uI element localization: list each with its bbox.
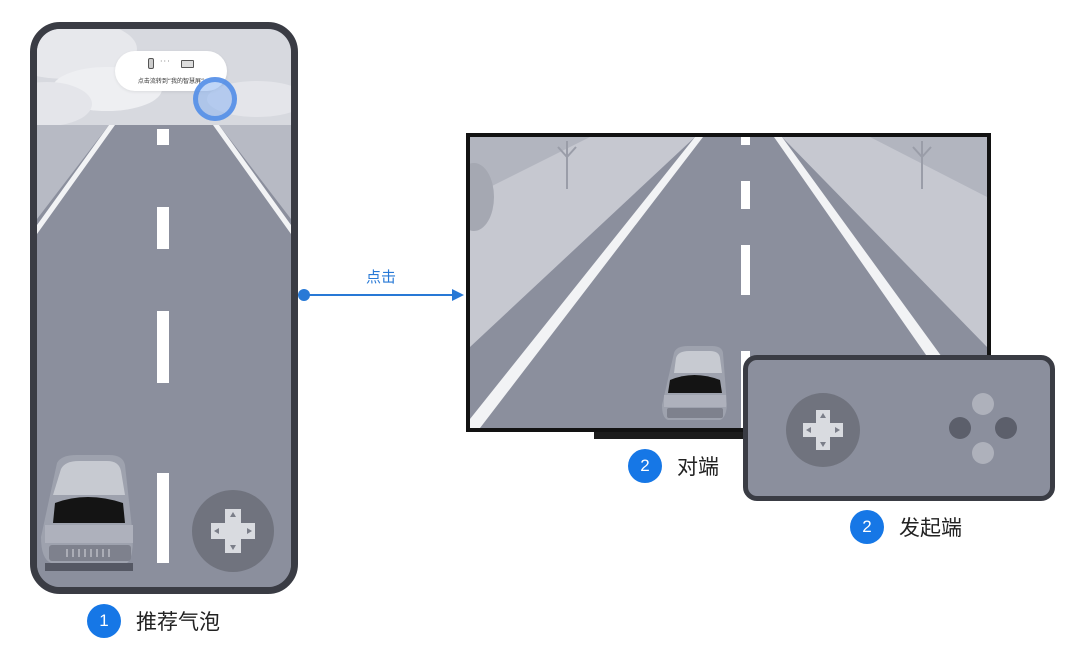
- tap-indicator-icon: [193, 77, 237, 121]
- phone-car: [41, 455, 133, 571]
- tv-device: [466, 133, 991, 432]
- tv-game-scene: [470, 137, 987, 428]
- dpad-icon[interactable]: [192, 490, 274, 572]
- connection-dots: ···: [160, 57, 171, 66]
- action-button-left[interactable]: [949, 417, 971, 439]
- dpad-icon[interactable]: [786, 393, 860, 467]
- step-label: 发起端: [899, 516, 962, 540]
- step-number-badge: 2: [850, 510, 884, 544]
- action-button-right[interactable]: [995, 417, 1017, 439]
- controller-device: [743, 355, 1055, 501]
- phone-icon: [148, 58, 154, 69]
- step-initiating-end: 2 发起端: [850, 510, 962, 544]
- step-recommendation-bubble: 1 推荐气泡: [87, 604, 220, 638]
- step-label: 对端: [677, 455, 719, 479]
- action-button-bottom[interactable]: [972, 442, 994, 464]
- step-label: 推荐气泡: [136, 610, 220, 634]
- flow-arrow: [298, 289, 464, 301]
- tv-car: [662, 346, 727, 420]
- bubble-text: 点击流转到“我的智慧屏”: [137, 78, 205, 85]
- tv-stand: [594, 432, 754, 439]
- phone-device: ··· 点击流转到“我的智慧屏”: [30, 22, 298, 594]
- step-number-badge: 2: [628, 449, 662, 483]
- step-number-badge: 1: [87, 604, 121, 638]
- arrow-label: 点击: [366, 268, 397, 286]
- action-button-top[interactable]: [972, 393, 994, 415]
- tv-icon: [181, 60, 194, 68]
- step-remote-end: 2 对端: [628, 449, 719, 483]
